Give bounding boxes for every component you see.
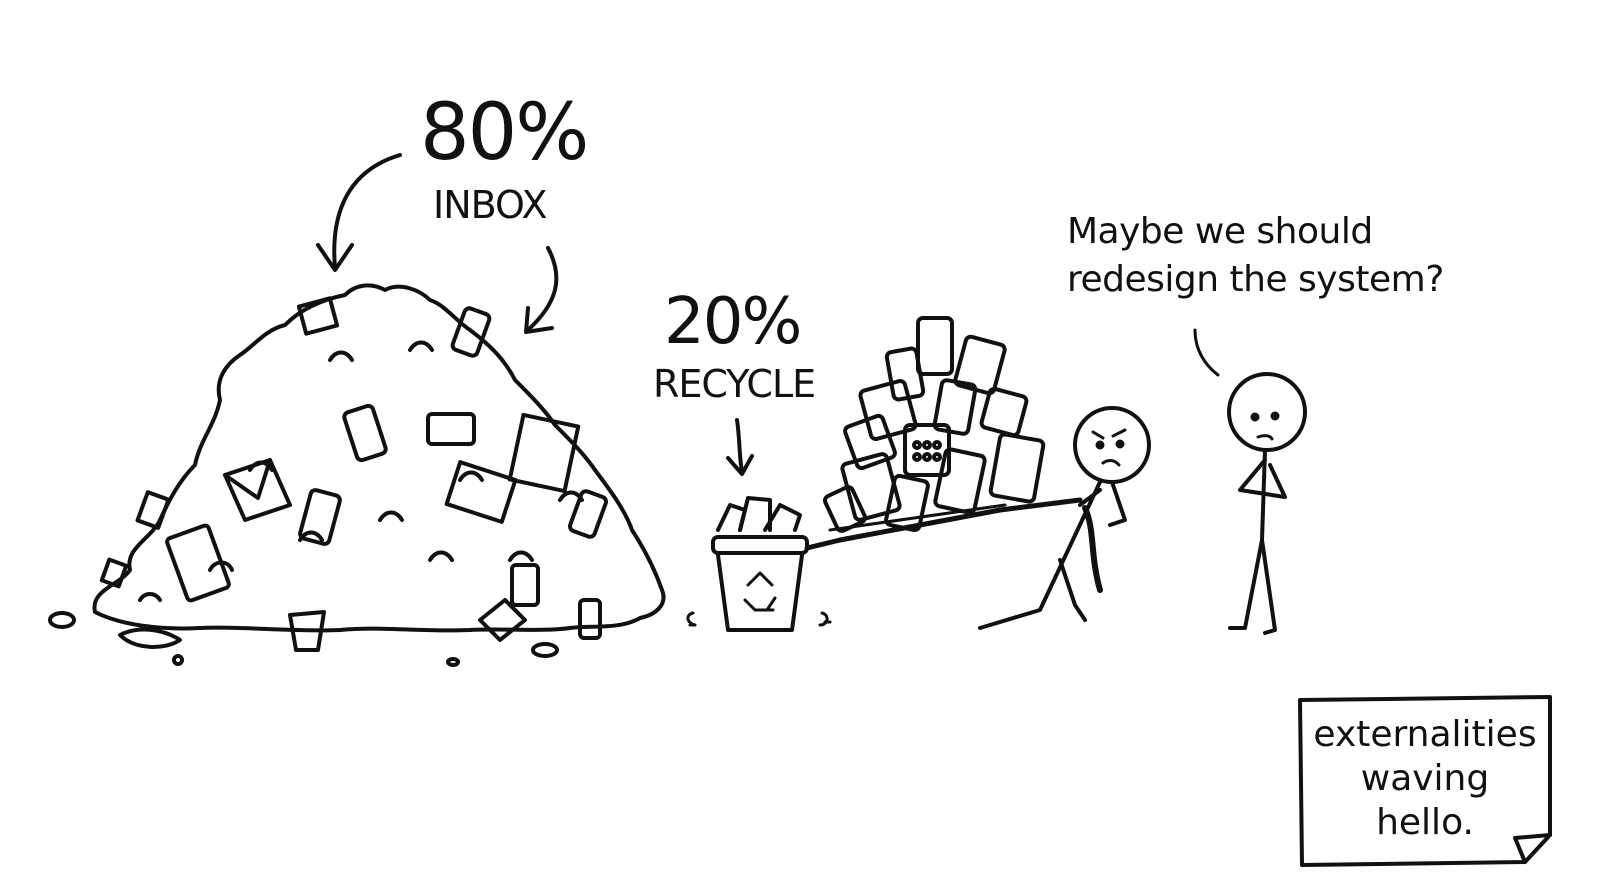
recycle-label: RECYCLE bbox=[653, 362, 816, 406]
sticky-note-shape bbox=[1298, 695, 1552, 867]
speech-line-1: Maybe we should bbox=[1067, 211, 1373, 252]
arrow-left-icon bbox=[316, 153, 402, 272]
sticky-note-line-2: waving bbox=[1360, 758, 1490, 799]
recycle-percent: 20% bbox=[664, 285, 802, 359]
trash-pile bbox=[48, 283, 666, 667]
inbox-label: INBOX bbox=[433, 183, 548, 227]
sticky-note-text: externalities waving hello. bbox=[1300, 713, 1550, 845]
sticky-note-line-3: hello. bbox=[1376, 802, 1474, 843]
speech-line-2: redesign the system? bbox=[1067, 259, 1444, 300]
stick-figure-pulling bbox=[978, 406, 1151, 630]
sticky-note-line-1: externalities bbox=[1313, 714, 1537, 755]
device-pile bbox=[823, 316, 1046, 533]
sticky-note: externalities waving hello. bbox=[1300, 697, 1550, 865]
arrow-right-icon bbox=[524, 246, 559, 334]
recycle-bin bbox=[686, 496, 832, 632]
inbox-percent: 80% bbox=[420, 88, 589, 178]
stick-figure-observing bbox=[1193, 328, 1307, 635]
speech-text: Maybe we should redesign the system? bbox=[1067, 208, 1444, 304]
arrow-down-icon bbox=[726, 418, 754, 476]
